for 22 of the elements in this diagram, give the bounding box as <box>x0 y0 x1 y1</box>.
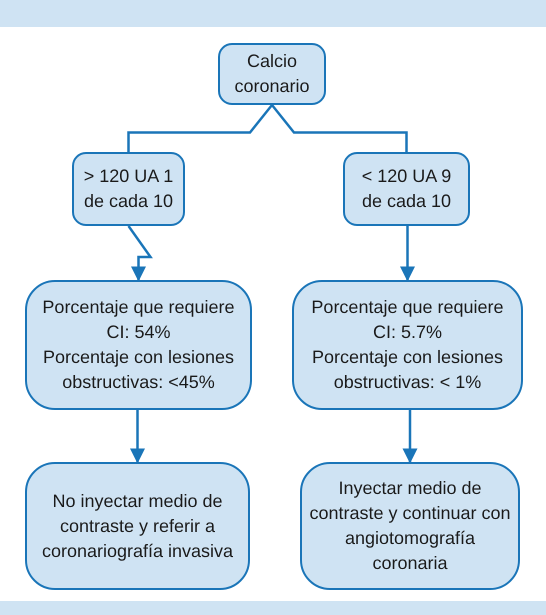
rounded-box <box>72 152 185 226</box>
box-text: Inyectar medio de contraste y continuar con angiotomografía coronaria <box>308 477 512 575</box>
rounded-box <box>343 152 470 226</box>
box-text: < 120 UA 9 de cada 10 <box>360 165 452 213</box>
rounded-box <box>218 43 326 105</box>
arrow <box>402 410 418 464</box>
connector-line <box>271 104 408 152</box>
connector-line <box>127 104 273 152</box>
rounded-box <box>25 280 252 410</box>
arrow <box>130 410 145 464</box>
rounded-box <box>25 462 250 590</box>
box-text: Calcio coronario <box>233 50 311 98</box>
rounded-box <box>300 462 520 590</box>
box-text: No inyectar medio de contraste y referir a coronariografía invasiva <box>40 490 234 563</box>
box-text: Porcentaje que requiere CI: 5.7% <box>310 296 505 344</box>
box-text: > 120 UA 1 de cada 10 <box>82 165 174 213</box>
rounded-box <box>292 280 523 410</box>
arrow <box>127 225 153 282</box>
box-text: Porcentaje que requiere CI: 54% <box>41 296 236 344</box>
arrow <box>400 226 415 282</box>
box-text: Porcentaje con lesiones obstructivas: <45% <box>42 346 236 394</box>
box-text: Porcentaje con lesiones obstructivas: < 1% <box>310 346 504 394</box>
